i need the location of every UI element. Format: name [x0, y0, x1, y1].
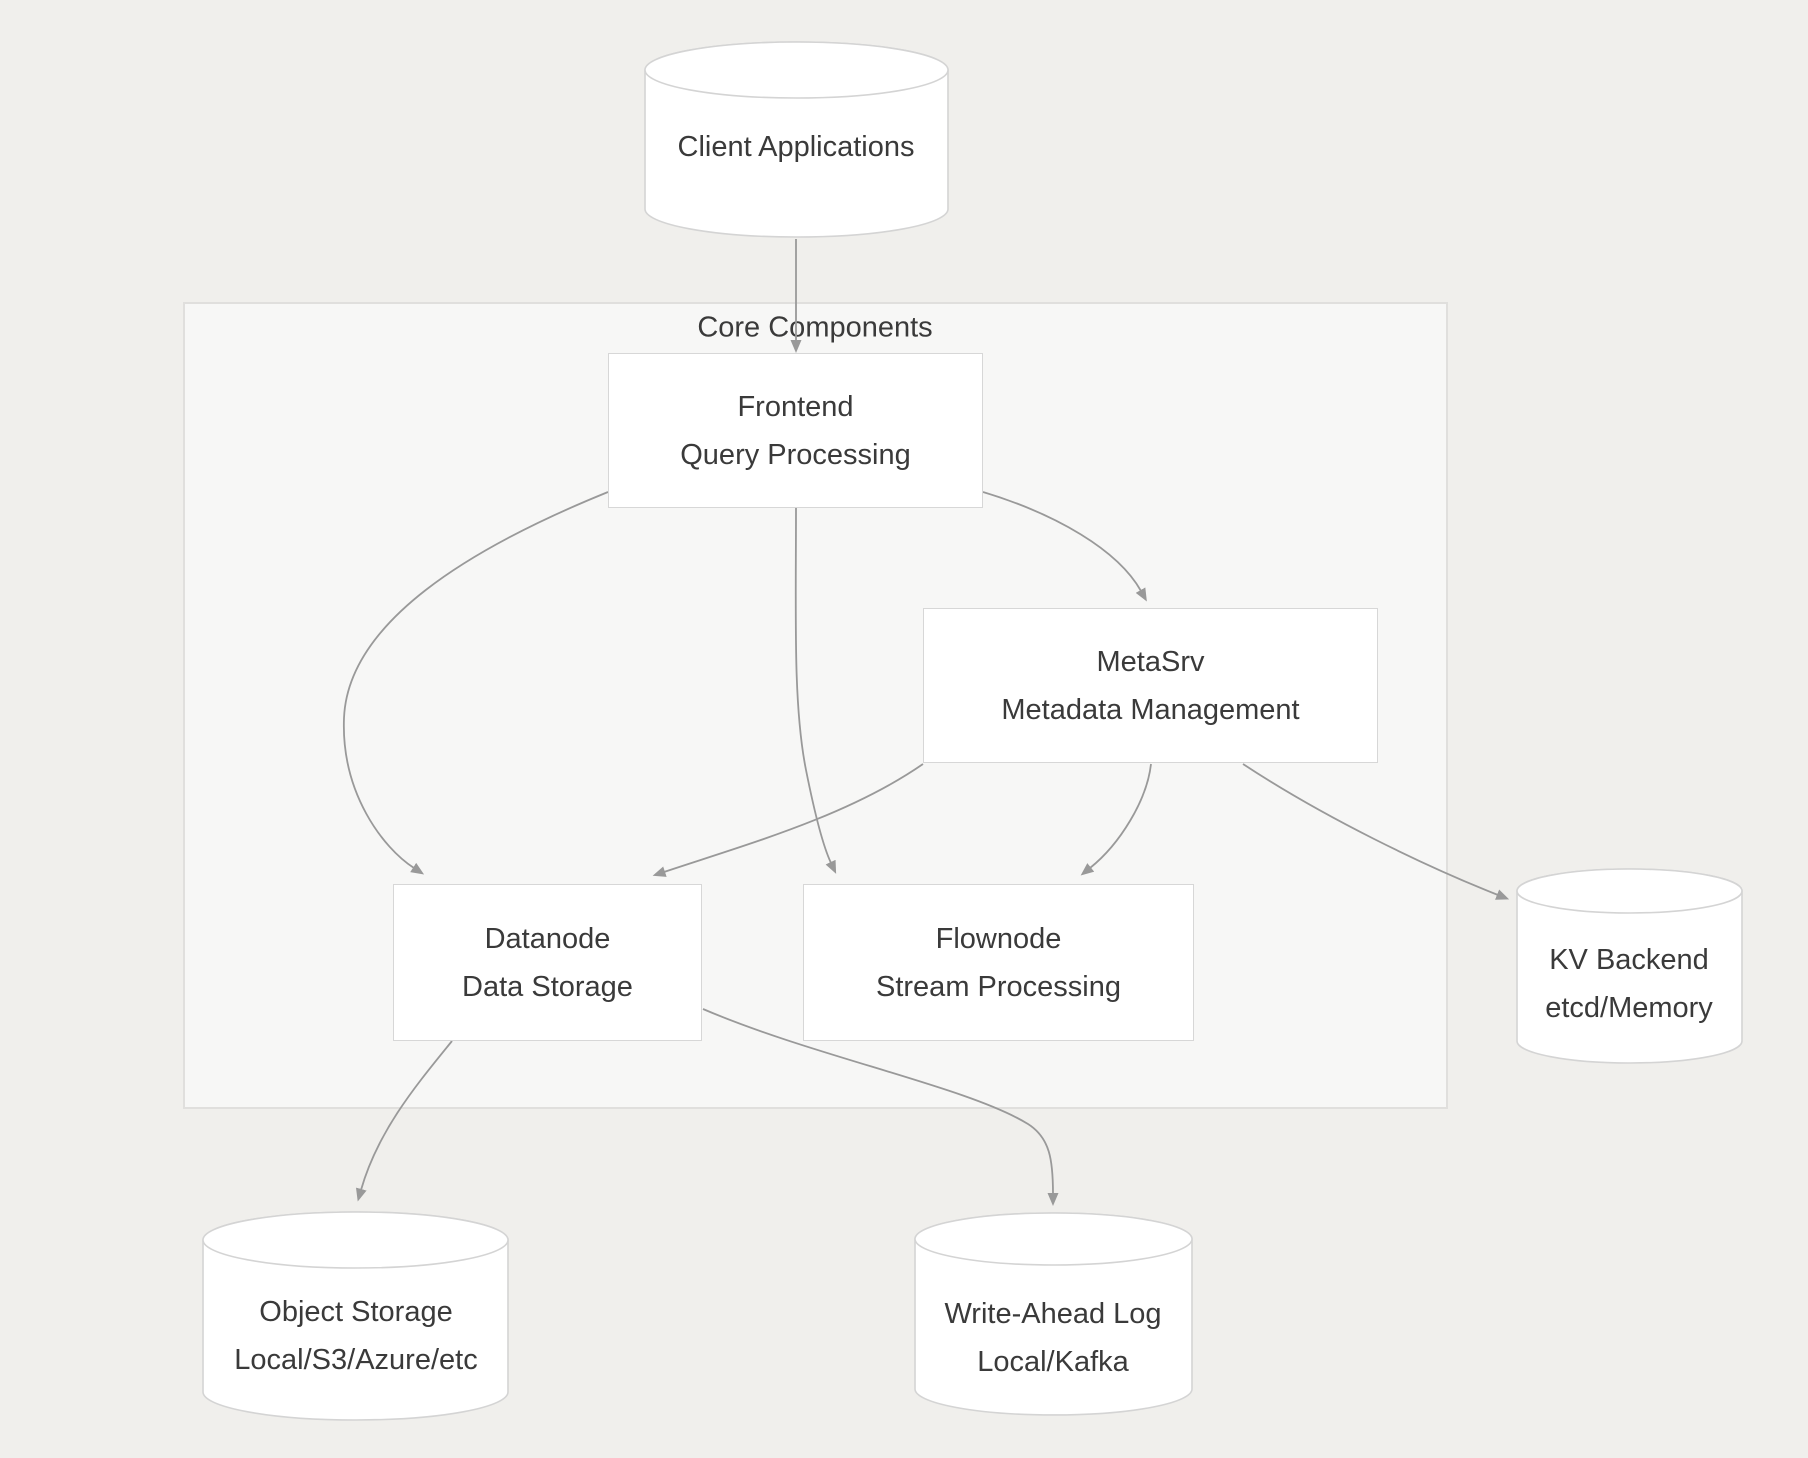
node-objectstorage-label: Object Storage Local/S3/Azure/etc — [234, 1288, 477, 1384]
client-cylinder — [644, 41, 949, 238]
objectstorage-cylinder — [202, 1211, 509, 1421]
node-wal-subtitle: Local/Kafka — [977, 1346, 1129, 1378]
node-flownode: Flownode Stream Processing — [803, 884, 1194, 1041]
node-frontend: Frontend Query Processing — [608, 353, 983, 508]
edge-datanode-wal — [702, 1008, 1059, 1206]
node-metasrv-title: MetaSrv — [1096, 645, 1205, 678]
node-client-label: Client Applications — [678, 123, 915, 171]
objectstorage-cylinder-top — [202, 1211, 509, 1269]
node-wal-title: Write-Ahead Log — [944, 1298, 1162, 1330]
wal-cylinder — [914, 1212, 1193, 1416]
edge-metasrv-flownode — [1080, 763, 1152, 876]
kv-cylinder-top — [1516, 868, 1743, 914]
client-cylinder-top — [644, 41, 949, 99]
node-objectstorage-title: Object Storage — [259, 1296, 453, 1328]
node-metasrv: MetaSrv Metadata Management — [923, 608, 1378, 763]
node-client-title: Client Applications — [677, 131, 915, 163]
edge-frontend-datanode — [343, 491, 609, 875]
node-wal-label: Write-Ahead Log Local/Kafka — [944, 1290, 1161, 1386]
node-datanode: Datanode Data Storage — [393, 884, 702, 1041]
node-frontend-subtitle: Query Processing — [680, 438, 911, 471]
node-kv-label: KV Backend etcd/Memory — [1545, 936, 1713, 1032]
edge-metasrv-kv — [1242, 763, 1510, 900]
edge-frontend-flownode — [794, 507, 837, 874]
node-datanode-subtitle: Data Storage — [462, 970, 633, 1003]
node-kv-title: KV Backend — [1549, 944, 1709, 976]
node-flownode-subtitle: Stream Processing — [876, 970, 1121, 1003]
node-metasrv-subtitle: Metadata Management — [1001, 693, 1300, 726]
node-objectstorage-subtitle: Local/S3/Azure/etc — [234, 1344, 478, 1376]
wal-cylinder-top — [914, 1212, 1193, 1266]
node-flownode-title: Flownode — [935, 922, 1062, 955]
kv-cylinder — [1516, 868, 1743, 1064]
node-datanode-title: Datanode — [484, 922, 611, 955]
edge-datanode-objectstorage — [355, 1040, 453, 1202]
edge-metasrv-datanode — [652, 763, 924, 877]
node-kv-subtitle: etcd/Memory — [1545, 992, 1713, 1024]
edge-frontend-metasrv — [982, 491, 1147, 602]
core-components-label: Core Components — [697, 311, 933, 344]
node-frontend-title: Frontend — [737, 390, 854, 423]
